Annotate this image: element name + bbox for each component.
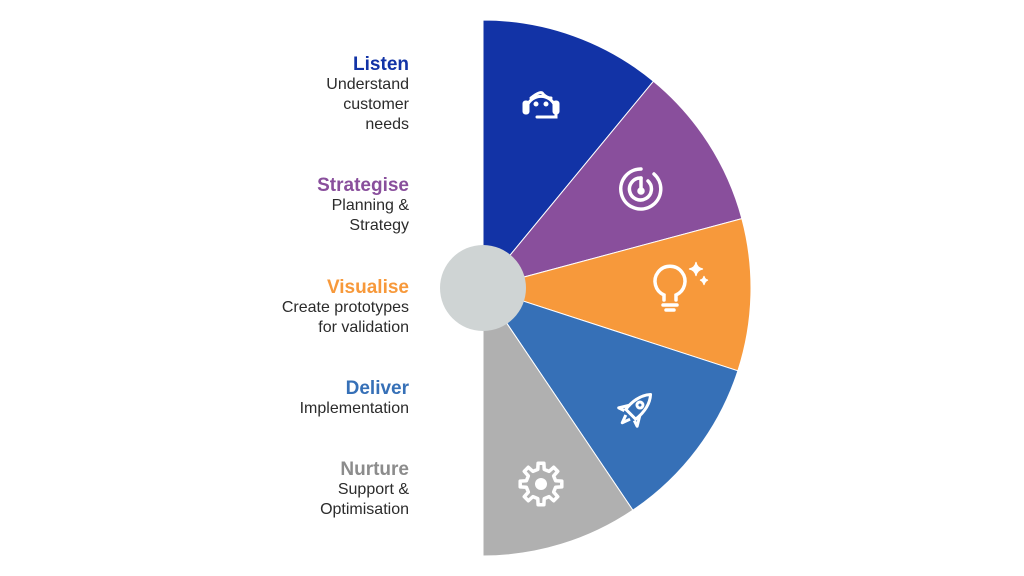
stage-label-strategise: Strategise Planning & Strategy	[317, 175, 409, 236]
stage-label-listen: Listen Understand customer needs	[326, 54, 409, 135]
stage-description: Understand customer needs	[326, 76, 409, 133]
segment-nurture	[482, 286, 634, 557]
lightbulb-icon	[653, 261, 709, 312]
stage-label-visualise: Visualise Create prototypes for validati…	[282, 277, 409, 338]
stage-description: Support & Optimisation	[320, 481, 409, 518]
segment-listen	[482, 19, 655, 290]
stage-title: Nurture	[340, 459, 409, 480]
stage-title: Strategise	[317, 175, 409, 196]
headset-icon	[522, 91, 560, 119]
stage-title: Deliver	[345, 378, 409, 399]
segment-visualise	[481, 218, 752, 372]
stage-label-deliver: Deliver Implementation	[300, 378, 409, 419]
stage-description: Implementation	[299, 400, 409, 417]
stage-title: Visualise	[326, 277, 409, 298]
gear-icon	[518, 461, 564, 507]
stage-title: Listen	[353, 54, 409, 75]
target-icon	[619, 167, 663, 211]
segment-deliver	[481, 287, 739, 511]
center-hub	[440, 245, 526, 331]
stage-description: Planning & Strategy	[331, 197, 409, 234]
stage-label-nurture: Nurture Support & Optimisation	[320, 459, 409, 520]
stage-description: Create prototypes for validation	[281, 299, 409, 336]
segment-strategise	[481, 80, 743, 289]
rocket-icon	[617, 392, 653, 428]
